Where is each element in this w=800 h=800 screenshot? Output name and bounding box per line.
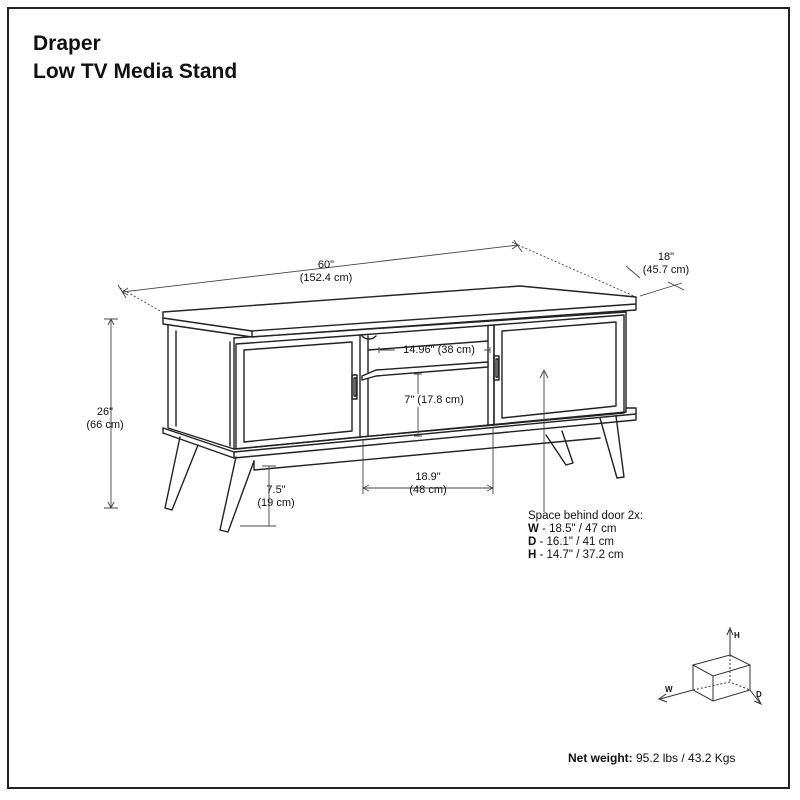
- leg-clearance-imperial: 7.5": [266, 484, 286, 496]
- left-handle: [351, 374, 358, 400]
- shelf-height-dimension: 7" (17.8 cm): [404, 394, 464, 406]
- net-weight: Net weight: 95.2 lbs / 43.2 Kgs: [568, 752, 735, 765]
- dimension-lines: [104, 239, 685, 527]
- shelf-width-dimension: 14.96" (38 cm): [403, 344, 475, 356]
- height-dimension: 26" (66 cm): [76, 406, 134, 432]
- width-dimension: 60" (152.4 cm): [296, 259, 356, 285]
- net-weight-label: Net weight:: [568, 751, 633, 765]
- left-door: [229, 334, 361, 450]
- leg-clearance-dimension: 7.5" (19 cm): [250, 484, 302, 510]
- product-name: Draper: [33, 32, 101, 55]
- axis-cube: [657, 626, 763, 705]
- space-row-h: H - 14.7" / 37.2 cm: [528, 549, 624, 561]
- depth-dimension: 18" (45.7 cm): [638, 251, 694, 277]
- top-slab: [162, 285, 637, 338]
- axis-w-label: W: [665, 685, 673, 694]
- space-behind-door: Space behind door 2x: W - 18.5" / 47 cm …: [528, 510, 643, 562]
- width-metric: (152.4 cm): [299, 272, 353, 284]
- space-behind-door-heading: Space behind door 2x:: [528, 510, 644, 522]
- axis-d-label: D: [756, 690, 762, 699]
- middle-compartment: [359, 324, 495, 438]
- product-type: Low TV Media Stand: [33, 60, 238, 83]
- axis-h-label: H: [734, 631, 740, 640]
- space-row-d: D - 16.1" / 41 cm: [528, 536, 614, 548]
- net-weight-value: 95.2 lbs / 43.2 Kgs: [632, 751, 736, 765]
- right-door: [493, 314, 625, 426]
- opening-width-metric: (48 cm): [409, 484, 447, 496]
- opening-width-dimension: 18.9" (48 cm): [398, 471, 458, 497]
- legs: [164, 415, 625, 533]
- leg-clearance-metric: (19 cm): [257, 497, 295, 509]
- opening-width-imperial: 18.9": [415, 471, 441, 483]
- depth-imperial: 18": [657, 251, 675, 263]
- width-imperial: 60": [317, 259, 335, 271]
- depth-metric: (45.7 cm): [642, 264, 690, 276]
- height-imperial: 26": [96, 406, 114, 418]
- border-frame: [7, 7, 790, 789]
- height-metric: (66 cm): [86, 419, 124, 431]
- right-handle: [493, 355, 500, 381]
- space-row-w: W - 18.5" / 47 cm: [528, 523, 617, 535]
